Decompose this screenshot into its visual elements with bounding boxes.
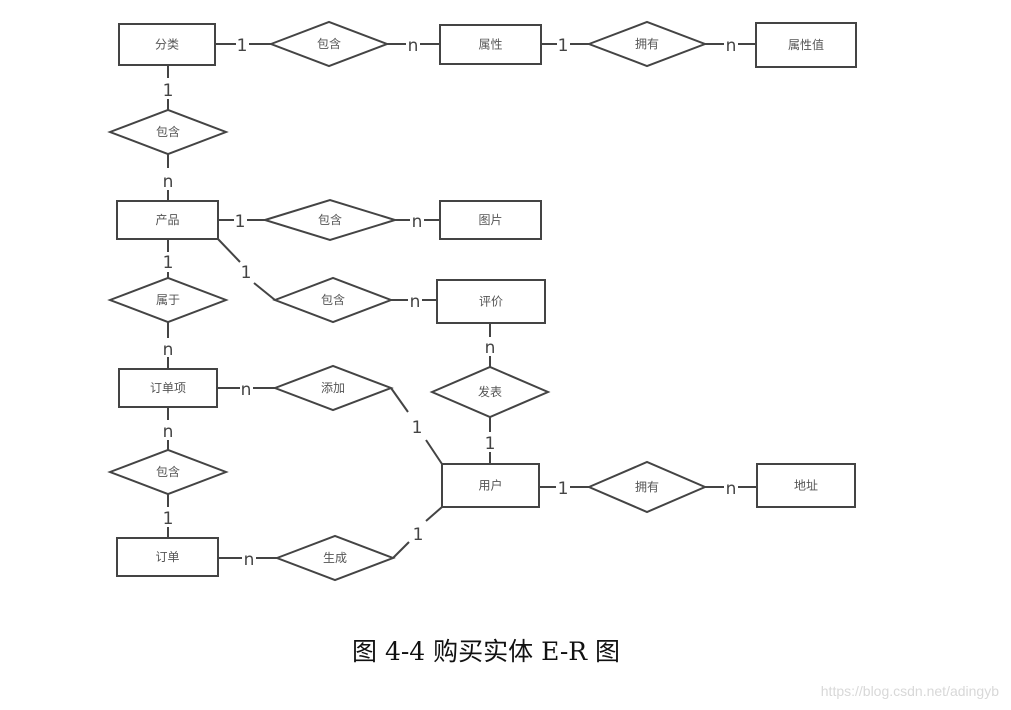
edge-r5-from bbox=[217, 238, 241, 263]
shapes: 分类属性属性值产品图片评价订单项订单用户地址包含拥有包含包含包含属于发表添加包含… bbox=[107, 20, 857, 582]
cardinality-label: 1 bbox=[412, 418, 423, 438]
entity-box bbox=[439, 200, 542, 240]
entity-attribute: 属性 bbox=[439, 24, 542, 65]
cardinality-label: n bbox=[726, 479, 737, 499]
relationship-label: 拥有 bbox=[635, 480, 659, 494]
entity-image: 图片 bbox=[439, 200, 542, 240]
cardinalities: 1 n 1 n 1 n 1 n 1 n 1 n 1 n 1 n 1 n 1 n 1 n bbox=[163, 36, 737, 570]
cardinality-label: n bbox=[163, 422, 174, 442]
cardinality-label: n bbox=[410, 292, 421, 312]
relationship-r5: 包含 bbox=[272, 276, 394, 324]
relationship-r11: 拥有 bbox=[586, 460, 708, 514]
relationship-r9: 包含 bbox=[107, 448, 229, 496]
entity-label: 用户 bbox=[478, 478, 502, 493]
relationship-diamond bbox=[429, 365, 551, 419]
cardinality-label: 1 bbox=[235, 212, 246, 232]
cardinality-label: 1 bbox=[558, 479, 569, 499]
entity-label: 分类 bbox=[155, 38, 179, 52]
entity-user: 用户 bbox=[441, 463, 540, 508]
cardinality-label: n bbox=[412, 212, 423, 232]
cardinality-label: n bbox=[726, 36, 737, 56]
entity-box bbox=[441, 463, 540, 508]
edge-r5-from bbox=[253, 282, 276, 301]
entity-order: 订单 bbox=[116, 537, 219, 577]
relationship-label: 生成 bbox=[323, 551, 347, 565]
entity-box bbox=[116, 537, 219, 577]
relationship-diamond bbox=[268, 20, 390, 68]
relationship-diamond bbox=[261, 198, 399, 242]
relationship-r3: 包含 bbox=[107, 108, 229, 156]
cardinality-label: n bbox=[163, 172, 174, 192]
edge-r8-from bbox=[425, 439, 443, 465]
relationship-label: 包含 bbox=[318, 212, 342, 227]
relationship-r10: 生成 bbox=[274, 534, 396, 582]
entity-box bbox=[439, 24, 542, 65]
entity-label: 订单项 bbox=[150, 381, 186, 395]
relationship-label: 拥有 bbox=[635, 37, 659, 51]
relationship-label: 包含 bbox=[156, 124, 180, 139]
relationship-r6: 属于 bbox=[107, 276, 229, 324]
entity-attribute-value: 属性值 bbox=[755, 22, 857, 68]
cardinality-label: 1 bbox=[237, 36, 248, 56]
entity-box bbox=[755, 22, 857, 68]
relationship-r8: 添加 bbox=[272, 364, 394, 412]
figure-caption: 图 4-4 购买实体 E-R 图 bbox=[352, 637, 621, 666]
relationship-r7: 发表 bbox=[429, 365, 551, 419]
entity-address: 地址 bbox=[756, 463, 856, 508]
relationship-diamond bbox=[586, 460, 708, 514]
relationship-r2: 拥有 bbox=[586, 20, 708, 68]
relationship-label: 包含 bbox=[317, 36, 341, 51]
edge-r10-from bbox=[392, 541, 410, 559]
relationship-diamond bbox=[272, 276, 394, 324]
entity-label: 图片 bbox=[478, 213, 502, 227]
relationship-label: 添加 bbox=[321, 381, 345, 395]
entity-label: 产品 bbox=[155, 213, 179, 227]
entity-box bbox=[756, 463, 856, 508]
cardinality-label: 1 bbox=[241, 263, 252, 283]
relationship-label: 包含 bbox=[156, 464, 180, 479]
relationship-label: 包含 bbox=[321, 292, 345, 307]
entity-box bbox=[436, 279, 546, 324]
entity-box bbox=[116, 200, 219, 240]
cardinality-label: n bbox=[485, 338, 496, 358]
edge-r8-from bbox=[390, 387, 409, 413]
cardinality-label: 1 bbox=[163, 81, 174, 101]
relationship-label: 发表 bbox=[478, 384, 502, 399]
cardinality-label: n bbox=[408, 36, 419, 56]
entity-label: 评价 bbox=[479, 295, 503, 309]
relationship-r4: 包含 bbox=[261, 198, 399, 242]
cardinality-label: 1 bbox=[163, 253, 174, 273]
relationship-r1: 包含 bbox=[268, 20, 390, 68]
relationship-diamond bbox=[107, 108, 229, 156]
relationship-label: 属于 bbox=[156, 293, 180, 307]
cardinality-label: n bbox=[163, 340, 174, 360]
entity-box bbox=[118, 23, 216, 66]
relationship-diamond bbox=[586, 20, 708, 68]
cardinality-label: 1 bbox=[485, 434, 496, 454]
cardinality-label: 1 bbox=[558, 36, 569, 56]
entity-category: 分类 bbox=[118, 23, 216, 66]
cardinality-label: 1 bbox=[413, 525, 424, 545]
entity-label: 属性值 bbox=[788, 37, 824, 52]
relationship-diamond bbox=[272, 364, 394, 412]
relationship-diamond bbox=[107, 448, 229, 496]
cardinality-label: 1 bbox=[163, 509, 174, 529]
entity-label: 属性 bbox=[478, 38, 502, 52]
entity-order-item: 订单项 bbox=[118, 368, 218, 408]
entity-label: 订单 bbox=[155, 550, 179, 564]
relationship-diamond bbox=[274, 534, 396, 582]
entity-product: 产品 bbox=[116, 200, 219, 240]
cardinality-label: n bbox=[244, 550, 255, 570]
entity-box bbox=[118, 368, 218, 408]
relationship-diamond bbox=[107, 276, 229, 324]
entity-label: 地址 bbox=[794, 479, 818, 493]
cardinality-label: n bbox=[241, 380, 252, 400]
entity-review: 评价 bbox=[436, 279, 546, 324]
edge-r10-from bbox=[425, 506, 443, 522]
watermark: https://blog.csdn.net/adingyb bbox=[820, 683, 999, 699]
